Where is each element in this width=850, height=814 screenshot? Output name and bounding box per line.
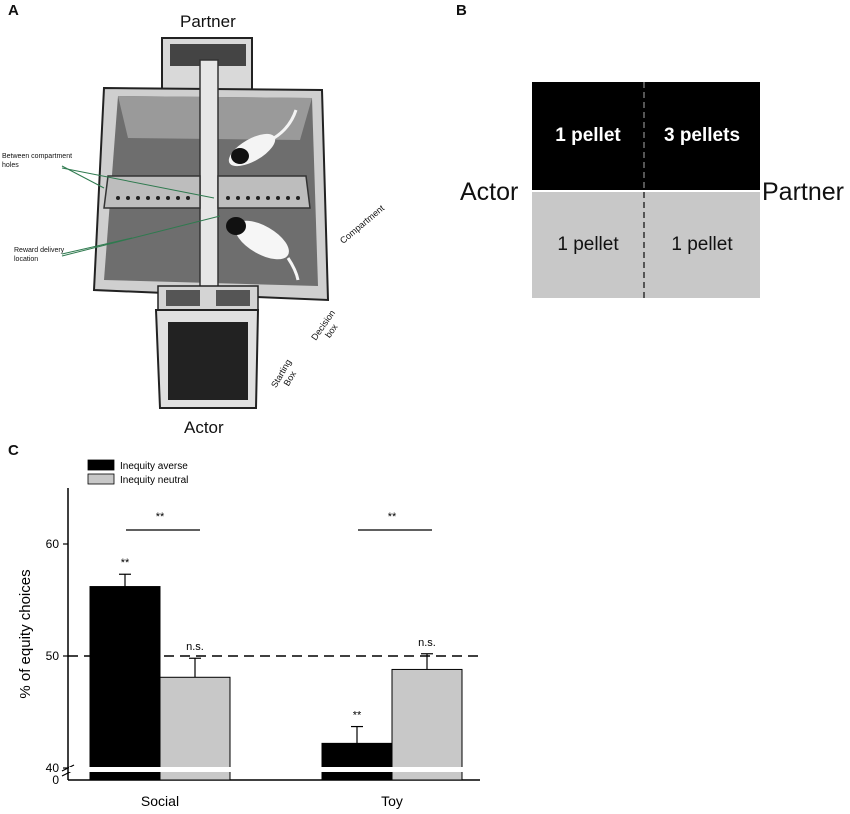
axis-break-mark: [61, 764, 75, 772]
significance-mark: n.s.: [186, 641, 204, 653]
grid-divider: [643, 82, 645, 298]
divider-right: [217, 175, 311, 209]
starting-box-interior: [168, 322, 248, 400]
compartment-holes: [116, 196, 300, 200]
comparison-mark: **: [388, 511, 397, 523]
chart-layer: 60 50 400 % of equity choices ** n.s. Social **…: [17, 459, 481, 809]
y-tick-label: 60: [46, 537, 60, 551]
partner-box-interior: [170, 44, 246, 66]
bar-neutral: [391, 668, 463, 781]
y-tick-label: 50: [46, 649, 60, 663]
payoff-grid: 1 pellet 3 pellets 1 pellet 1 pellet: [532, 82, 760, 298]
panel-b-letter: B: [456, 2, 467, 19]
grid-left-label: Actor: [460, 178, 519, 206]
y-zero-label: 0: [52, 773, 59, 787]
panel-a-letter: A: [8, 2, 19, 19]
decision-box-right: [216, 290, 250, 306]
cell-actor-equal: 1 pellet: [532, 192, 644, 298]
legend-swatch: [87, 473, 115, 485]
x-category-label: Social: [141, 793, 179, 809]
bar-averse: [89, 586, 161, 781]
central-corridor: [199, 59, 219, 301]
apparatus-bottom-label: Actor: [184, 418, 224, 437]
holes-annotation: Between compartment holes: [2, 153, 73, 169]
apparatus-top-label: Partner: [180, 12, 236, 31]
axis-break-band: [69, 767, 481, 772]
significance-mark: **: [121, 557, 130, 569]
legend-label: Inequity averse: [120, 461, 188, 472]
bar-chart: 60 50 400 % of equity choices ** n.s. Social **…: [17, 459, 481, 809]
legend-swatch: [87, 459, 115, 471]
reward-annotation: Reward delivery location: [14, 247, 65, 263]
significance-mark: n.s.: [418, 637, 436, 649]
y-axis-label: % of equity choices: [17, 569, 34, 698]
decision-box-left: [166, 290, 200, 306]
panel-c-letter: C: [8, 442, 19, 459]
y-tick-label: 40: [46, 761, 60, 775]
comparison-mark: **: [156, 511, 165, 523]
cell-partner-unequal: 3 pellets: [644, 82, 760, 190]
cell-partner-equal: 1 pellet: [644, 192, 760, 298]
bar-averse: [321, 742, 393, 781]
rat-actor: [226, 217, 300, 281]
apparatus-illustration: [61, 37, 330, 409]
holes-pointer-2: [61, 167, 215, 199]
bar-neutral: [159, 676, 231, 781]
legend-label: Inequity neutral: [120, 475, 188, 486]
reward-pointer: [61, 237, 133, 255]
cell-actor-unequal: 1 pellet: [532, 82, 644, 190]
rat-partner: [228, 109, 298, 167]
panel-b: B 1 pellet 3 pellets 1 pellet 1 pellet A…: [440, 0, 850, 330]
panel-a: A: [0, 0, 440, 440]
significance-mark: **: [353, 710, 362, 722]
reward-pointer-2: [61, 215, 221, 257]
x-category-label: Toy: [381, 793, 403, 809]
grid-right-label: Partner: [762, 178, 844, 206]
